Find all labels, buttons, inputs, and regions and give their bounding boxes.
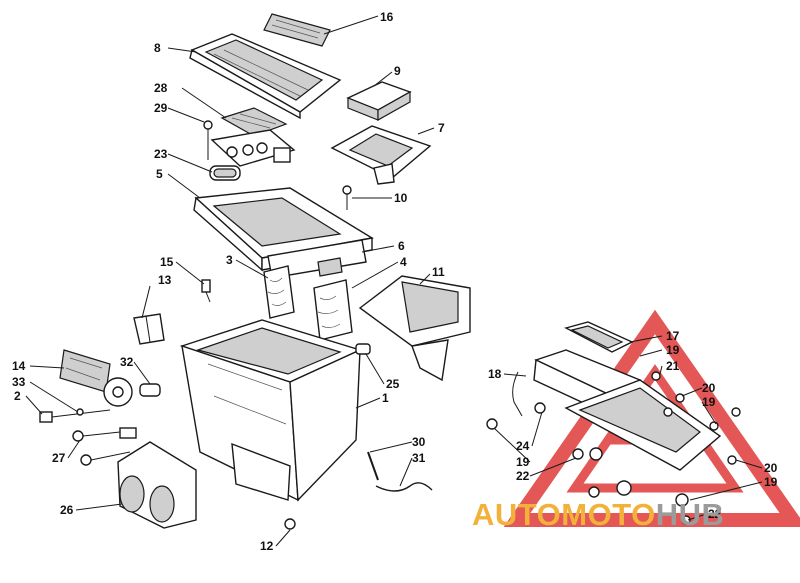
- callout-21: 21: [666, 359, 680, 373]
- grommets-19-22: [486, 371, 741, 525]
- part-12-drain-valve: [284, 518, 296, 530]
- callout-labels: 16 8 9 28 29 7 23 5 10 6 15 3 4 11 13 17…: [12, 10, 778, 553]
- callout-1: 1: [382, 391, 389, 405]
- callout-19-right: 19: [702, 395, 716, 409]
- watermark-wordmark: AUTOMOTOHUB: [472, 497, 724, 533]
- part-29-screw: [203, 120, 213, 160]
- callout-29: 29: [154, 101, 168, 115]
- callout-2: 2: [14, 389, 21, 403]
- part-32-connector: [139, 383, 161, 397]
- callout-9: 9: [394, 64, 401, 78]
- callout-12: 12: [260, 539, 274, 553]
- callout-25: 25: [386, 377, 400, 391]
- part-25-fitting: [355, 343, 371, 355]
- callout-22-left: 22: [516, 469, 530, 483]
- callout-10: 10: [394, 191, 408, 205]
- callout-6: 6: [398, 239, 405, 253]
- callout-32: 32: [120, 355, 134, 369]
- part-8-air-box-cover: [189, 33, 342, 120]
- callout-15: 15: [160, 255, 174, 269]
- callout-19-lower-right: 19: [764, 475, 778, 489]
- callout-23: 23: [154, 147, 168, 161]
- part-28-decal: [220, 107, 288, 137]
- callout-22-bottom: 22: [708, 507, 722, 521]
- part-16-filter-label: [263, 13, 331, 47]
- callout-4: 4: [400, 255, 407, 269]
- callout-30: 30: [412, 435, 426, 449]
- watermark-text-auto-moto: AUTOMOTO: [472, 497, 656, 532]
- part-2-bolt: [39, 408, 111, 423]
- part-9-filter-element: [346, 81, 412, 122]
- callout-20-upper: 20: [702, 381, 716, 395]
- part-23-grommet: [209, 165, 241, 181]
- callout-16: 16: [380, 10, 394, 24]
- callout-5: 5: [156, 167, 163, 181]
- part-7-intake-silencer: [330, 125, 432, 185]
- callout-13: 13: [158, 273, 172, 287]
- callout-33: 33: [12, 375, 26, 389]
- part-1-air-box-housing: [179, 319, 362, 502]
- part-4-foam-pad: [313, 279, 353, 341]
- part-10-screw: [342, 185, 352, 210]
- part-26-intake-horn: [117, 441, 197, 529]
- part-17-upper-duct: [564, 321, 634, 353]
- callout-24: 24: [516, 439, 530, 453]
- part-31-cable: [375, 482, 433, 492]
- part-3-foam-pad: [263, 265, 295, 319]
- callout-14: 14: [12, 359, 26, 373]
- callout-20-lower: 20: [764, 461, 778, 475]
- callout-7: 7: [438, 121, 445, 135]
- part-18-resonator-duct: [512, 349, 722, 471]
- watermark-text-hub: HUB: [655, 497, 725, 532]
- callout-11: 11: [432, 265, 445, 279]
- callout-8: 8: [154, 41, 161, 55]
- callout-3: 3: [226, 253, 233, 267]
- callout-31: 31: [412, 451, 426, 465]
- callout-19-lower-left: 19: [516, 455, 530, 469]
- part-11-intake-duct: [358, 275, 471, 382]
- leader-lines: [25, 15, 763, 547]
- electrical-module-cluster: [210, 129, 296, 167]
- callout-18: 18: [488, 367, 502, 381]
- callout-28: 28: [154, 81, 168, 95]
- callout-26: 26: [60, 503, 74, 517]
- part-14-hose: [59, 349, 111, 393]
- part-27-clamps: [72, 427, 137, 466]
- part-13-clip-bracket: [133, 313, 165, 345]
- part-15-screw: [201, 279, 211, 303]
- part-30-support-rod: [367, 451, 379, 481]
- callout-17: 17: [666, 329, 680, 343]
- part-33-mounting-plate: [103, 377, 133, 407]
- callout-19-upper: 19: [666, 343, 680, 357]
- callout-27: 27: [52, 451, 66, 465]
